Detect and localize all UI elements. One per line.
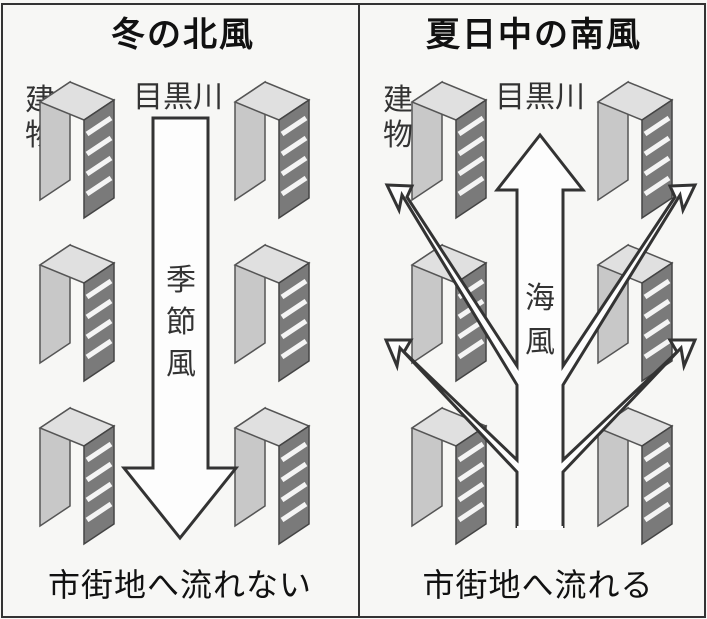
right-building-char-1: 建 (383, 83, 413, 118)
building (40, 82, 114, 218)
sea-breeze-label: 海 風 (525, 281, 555, 360)
right-panel: 夏日中の南風 建 物 目黒川 海 風 市街地へ流れる (383, 15, 698, 604)
left-panel: 冬の北風 建 物 目黒川 季 節 風 市街地へ流れない (25, 15, 312, 604)
right-building-label: 建 物 (383, 83, 413, 153)
building (235, 245, 309, 381)
seasonal-wind-arrow (120, 116, 240, 541)
right-caption: 市街地へ流れる (422, 566, 653, 604)
left-river-label: 目黒川 (133, 80, 223, 115)
sea-breeze-char-1: 海 (525, 281, 555, 316)
left-title: 冬の北風 (111, 15, 255, 55)
right-building-char-2: 物 (383, 118, 413, 153)
building (235, 408, 309, 544)
right-title: 夏日中の南風 (426, 15, 642, 55)
right-river-label: 目黒川 (495, 80, 585, 115)
building (412, 82, 486, 218)
left-caption: 市街地へ流れない (48, 566, 312, 604)
building (598, 82, 672, 218)
seasonal-wind-char-1: 季 (166, 263, 196, 298)
outer-frame (1, 3, 706, 618)
seasonal-wind-label: 季 節 風 (166, 263, 196, 382)
sea-breeze-char-2: 風 (525, 325, 555, 360)
building (598, 408, 672, 544)
building (40, 245, 114, 381)
seasonal-wind-char-2: 節 (166, 305, 196, 340)
building (235, 82, 309, 218)
building (40, 408, 114, 544)
sea-breeze-arrow (383, 132, 698, 530)
seasonal-wind-char-3: 風 (166, 347, 196, 382)
